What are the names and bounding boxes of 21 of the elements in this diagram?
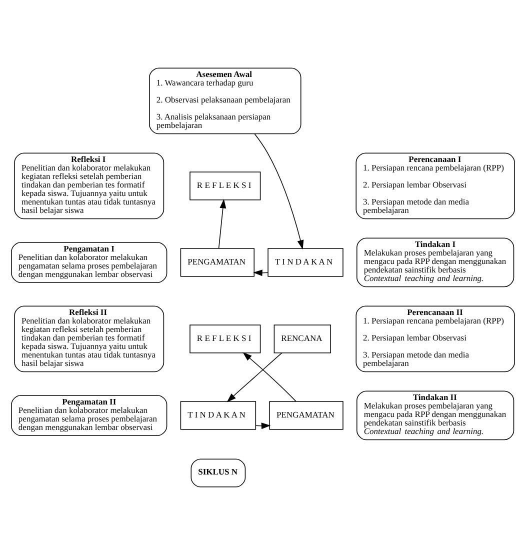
node-box: Perencanaan II 1. Persiapan rencana pembelajaran (RPP) 2. Persiapan lembar Observasi 3. Persiapan metode dan media pembelajaran [356,305,515,372]
node-box: PENGAMATAN [269,400,344,430]
node-box: PENGAMATAN [180,248,254,276]
node-box: R E F L E K S I [190,324,261,353]
node-box: Tindakan I Melakukan proses pembelajaran yang mengacu pada RPP dengan menggunakan pendekatan sainstifik berbasis Contextual teaching and learning. [356,237,514,287]
node-box: Refleksi II Penelitian dan kolaborator melakukan kegiatan refleksi setelah pemberian tindakan dan pemberian tes formatif kepada siswa. Tujuannya yaitu untuk menentukan tuntas atau tidak tuntasnya hasil belajar siswa [14,305,164,372]
node-box: Perencanaan I 1. Persiapan rencana pembelajaran (RPP) 2. Persiapan lembar Observasi 3. Persiapan metode dan media pembelajaran [356,152,515,219]
node-box: T I N D A K A N [180,400,256,430]
node-box: Asesemen Awal 1. Wawancara terhadap guru 2. Observasi pelaksanaan pembelajaran 3. Analisis pelaksanaan persiapan pembelajaran [149,67,302,134]
arrow [218,198,226,248]
node-box: RENCANA [274,324,331,353]
arrow [242,352,296,402]
arrow [226,352,282,402]
node-box: Refleksi I Penelitian dan kolaborator melakukan kegiatan refleksi setelah pemberian tindakan dan pemberian tes formatif kepada siswa. Tujuannya yaitu untuk menentukan tuntas atau tidak tuntasnya hasil belajar siswa [14,152,164,219]
node-box: R E F L E K S I [190,171,261,200]
node-box: T I N D A K A N [268,248,344,276]
node-box: Pengamatan II Penelitian dan kolaborator melakukan pengamatan selama proses pembelajaran dengan menggunakan lembar observasi [11,394,168,436]
node-box: SIKLUS N [190,458,246,487]
arrow [254,133,304,249]
node-box: Tindakan II Melakukan proses pembelajaran yang mengacu pada RPP dengan menggunakan pendekatan sainstifik berbasis Contextual teaching and learning. [356,390,514,440]
node-box: Pengamatan I Penelitian dan kolaborator melakukan pengamatan selama proses pembelajaran dengan menggunakan lembar observasi [11,241,168,282]
